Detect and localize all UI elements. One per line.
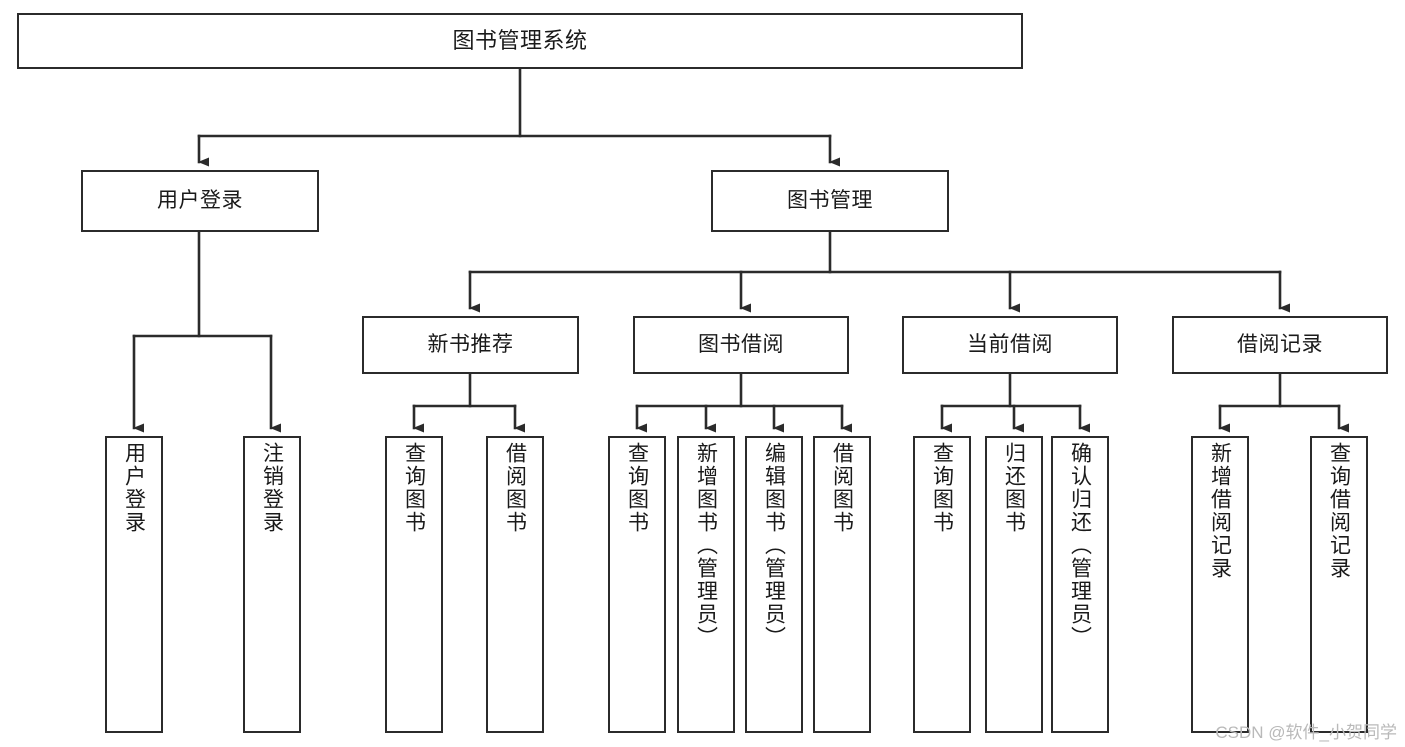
node-leaf-query-book-3[interactable]: 查询图书 bbox=[913, 436, 971, 733]
node-leaf-query-book-3-label: 查询图书 bbox=[930, 442, 954, 534]
node-leaf-confirm-return-admin-label: 确认归还（管理员） bbox=[1068, 442, 1092, 649]
node-leaf-query-book-1[interactable]: 查询图书 bbox=[385, 436, 443, 733]
node-leaf-confirm-return-admin[interactable]: 确认归还（管理员） bbox=[1051, 436, 1109, 733]
node-leaf-borrow-book-1-label: 借阅图书 bbox=[503, 442, 527, 534]
node-leaf-add-borrow-record-label: 新增借阅记录 bbox=[1208, 442, 1232, 580]
node-root[interactable]: 图书管理系统 bbox=[17, 13, 1023, 69]
node-leaf-edit-book-admin[interactable]: 编辑图书（管理员） bbox=[745, 436, 803, 733]
node-leaf-return-book[interactable]: 归还图书 bbox=[985, 436, 1043, 733]
node-leaf-user-login[interactable]: 用户登录 bbox=[105, 436, 163, 733]
node-book-borrow[interactable]: 图书借阅 bbox=[633, 316, 849, 374]
node-new-book-recommend-label: 新书推荐 bbox=[427, 332, 514, 356]
node-leaf-borrow-book-2-label: 借阅图书 bbox=[830, 442, 854, 534]
node-borrow-record[interactable]: 借阅记录 bbox=[1172, 316, 1388, 374]
node-leaf-borrow-book-2[interactable]: 借阅图书 bbox=[813, 436, 871, 733]
node-book-borrow-label: 图书借阅 bbox=[698, 332, 784, 356]
node-leaf-add-borrow-record[interactable]: 新增借阅记录 bbox=[1191, 436, 1249, 733]
node-leaf-query-borrow-record-label: 查询借阅记录 bbox=[1327, 442, 1351, 580]
node-leaf-query-book-1-label: 查询图书 bbox=[402, 442, 426, 534]
node-leaf-borrow-book-1[interactable]: 借阅图书 bbox=[486, 436, 544, 733]
node-book-manage-label: 图书管理 bbox=[787, 188, 873, 212]
node-book-manage[interactable]: 图书管理 bbox=[711, 170, 949, 232]
node-current-borrow[interactable]: 当前借阅 bbox=[902, 316, 1118, 374]
node-borrow-record-label: 借阅记录 bbox=[1237, 332, 1323, 356]
node-leaf-logout-label: 注销登录 bbox=[260, 442, 284, 534]
node-leaf-logout[interactable]: 注销登录 bbox=[243, 436, 301, 733]
node-user-login-label: 用户登录 bbox=[157, 188, 243, 212]
node-leaf-add-book-admin-label: 新增图书（管理员） bbox=[694, 442, 718, 649]
node-root-label: 图书管理系统 bbox=[452, 28, 588, 54]
node-leaf-query-borrow-record[interactable]: 查询借阅记录 bbox=[1310, 436, 1368, 733]
node-leaf-add-book-admin[interactable]: 新增图书（管理员） bbox=[677, 436, 735, 733]
node-leaf-query-book-2[interactable]: 查询图书 bbox=[608, 436, 666, 733]
node-user-login[interactable]: 用户登录 bbox=[81, 170, 319, 232]
node-leaf-edit-book-admin-label: 编辑图书（管理员） bbox=[762, 442, 786, 649]
node-leaf-user-login-label: 用户登录 bbox=[122, 442, 146, 534]
node-leaf-query-book-2-label: 查询图书 bbox=[625, 442, 649, 534]
node-leaf-return-book-label: 归还图书 bbox=[1002, 442, 1026, 534]
node-new-book-recommend[interactable]: 新书推荐 bbox=[362, 316, 579, 374]
node-current-borrow-label: 当前借阅 bbox=[967, 332, 1053, 356]
